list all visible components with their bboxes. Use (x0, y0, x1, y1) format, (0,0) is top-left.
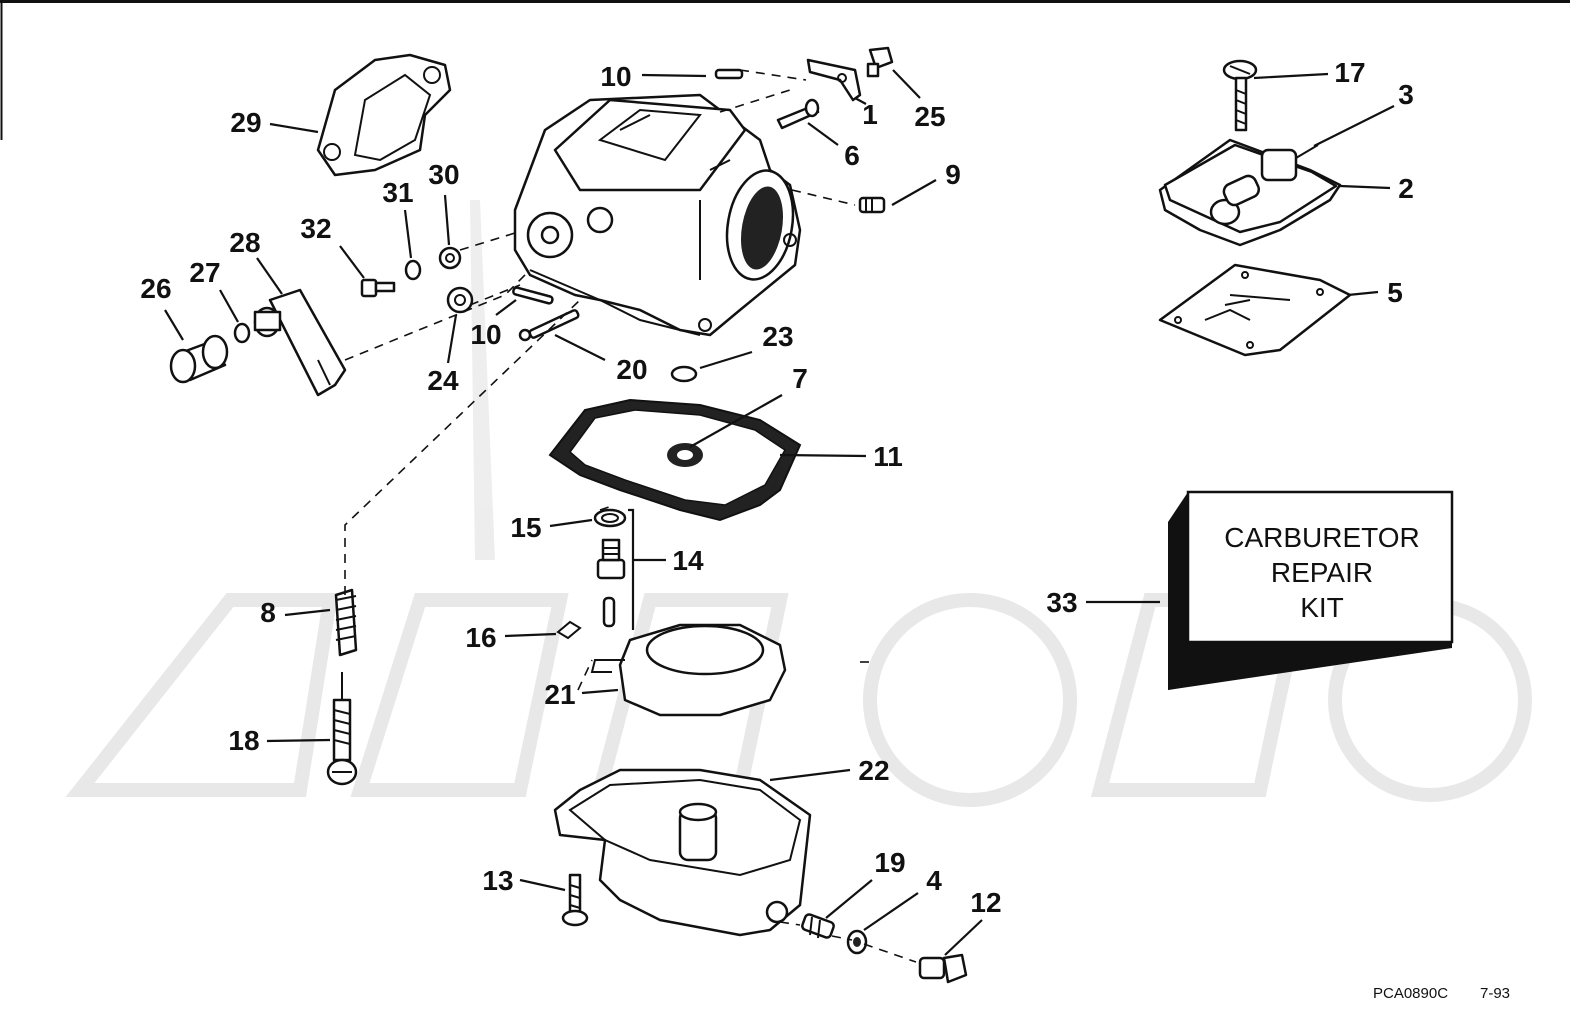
callout-21: 21 (544, 679, 575, 710)
float-bowl-22 (553, 768, 812, 937)
callout-6: 6 (844, 140, 860, 171)
leader-lines (164, 69, 1395, 956)
callout-16: 16 (465, 622, 496, 653)
screw-32 (360, 278, 396, 298)
assembly-lines (344, 69, 917, 963)
callout-13: 13 (482, 865, 513, 896)
bowl-cover-screw (1222, 59, 1258, 132)
washer-24 (446, 286, 474, 314)
kit-label-line3: KIT (1300, 592, 1344, 623)
callout-32: 32 (300, 213, 331, 244)
callout-25: 25 (914, 101, 945, 132)
callout-3: 3 (1398, 79, 1414, 110)
callout-27: 27 (189, 257, 220, 288)
callout-23: 23 (762, 321, 793, 352)
gasket-15 (593, 508, 627, 528)
washer-27 (233, 322, 251, 344)
float-21 (590, 623, 787, 717)
figure-code: PCA0890C (1373, 985, 1448, 1002)
callout-10-lower: 10 (470, 319, 501, 350)
callout-24: 24 (427, 365, 459, 396)
callout-15: 15 (510, 512, 541, 543)
plug-23 (670, 365, 698, 383)
bushing-26 (169, 334, 229, 384)
bowl-gasket-11 (548, 398, 802, 522)
figure-date: 7-93 (1480, 985, 1510, 1002)
pin-10-top (714, 68, 744, 80)
callout-5: 5 (1387, 277, 1403, 308)
callout-29: 29 (230, 107, 261, 138)
screw-20 (518, 309, 580, 342)
callout-26: 26 (140, 273, 171, 304)
callout-2: 2 (1398, 173, 1414, 204)
repair-kit-box (1168, 490, 1454, 690)
screw-6 (776, 98, 820, 130)
callout-33: 33 (1046, 587, 1077, 618)
flange-gasket-29 (316, 53, 452, 177)
plug-12 (918, 953, 968, 984)
kit-label-line2: REPAIR (1271, 557, 1373, 588)
watermark-logo (65, 200, 1532, 807)
adjusting-needle-18 (326, 672, 358, 786)
callout-9: 9 (945, 159, 961, 190)
carburetor-body (513, 93, 802, 337)
callout-1: 1 (862, 99, 878, 130)
cover-gasket (1158, 263, 1352, 357)
callout-4: 4 (926, 865, 942, 896)
callout-18: 18 (228, 725, 259, 756)
callout-labels: 10 1 25 6 9 29 31 30 32 28 27 26 24 10 2… (140, 57, 1413, 918)
callout-7: 7 (792, 363, 808, 394)
kit-label-line1: CARBURETOR (1224, 522, 1420, 553)
lockwasher-30 (438, 246, 462, 270)
needle-seat-14 (596, 538, 626, 628)
callout-10: 10 (600, 61, 631, 92)
callout-12: 12 (970, 887, 1001, 918)
jet-19 (801, 913, 835, 939)
pin-10-lower (512, 286, 554, 305)
callout-19: 19 (874, 847, 905, 878)
screw-13 (561, 873, 589, 927)
callout-28: 28 (229, 227, 260, 258)
washer-4 (846, 929, 868, 955)
spring-8 (334, 588, 358, 657)
throttle-plate-lever (806, 58, 862, 102)
cover-screw-25 (866, 46, 894, 78)
callout-17: 17 (1334, 57, 1365, 88)
plug-9 (858, 196, 886, 214)
callout-30: 30 (428, 159, 459, 190)
callout-22: 22 (858, 755, 889, 786)
callout-8: 8 (260, 597, 276, 628)
washer-31 (404, 259, 422, 281)
callout-14: 14 (672, 545, 704, 576)
callout-20: 20 (616, 354, 647, 385)
clip-16 (556, 620, 582, 640)
callout-11: 11 (873, 441, 903, 472)
lever-28 (253, 288, 347, 397)
callout-31: 31 (382, 177, 413, 208)
float-bowl-cover (1158, 138, 1342, 247)
